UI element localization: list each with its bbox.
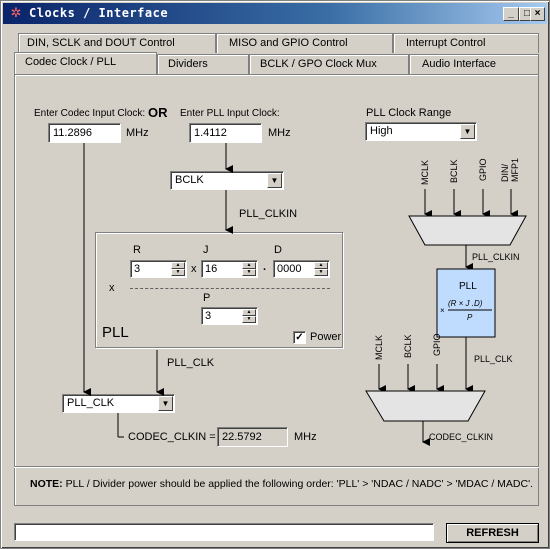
note-text: PLL / Divider power should be applied th…	[62, 478, 534, 490]
or-label: OR	[148, 105, 168, 120]
pll-source-select[interactable]: BCLK ▼	[170, 171, 284, 190]
multiply-sign: x	[191, 263, 197, 275]
pll-input-label: Enter PLL Input Clock:	[180, 108, 280, 119]
up-icon[interactable]: ▲	[242, 262, 256, 269]
title-bar[interactable]: ✲ Clocks / Interface _ □ ×	[3, 3, 547, 24]
window-title: Clocks / Interface	[29, 6, 169, 20]
chevron-down-icon[interactable]: ▼	[460, 124, 475, 139]
down-icon[interactable]: ▼	[242, 269, 256, 276]
p-label: P	[203, 292, 211, 304]
tab-label: BCLK / GPO Clock Mux	[260, 58, 377, 70]
j-value: 16	[205, 263, 218, 275]
minimize-button[interactable]: _	[503, 7, 519, 21]
diagram-top-input-mclk: MCLK	[420, 160, 430, 185]
pll-formula-denominator: P	[467, 313, 473, 322]
power-checkbox[interactable]: ✓	[293, 331, 306, 344]
diagram-top-input-mfp1: MFP1	[510, 158, 520, 182]
up-icon[interactable]: ▲	[171, 262, 185, 269]
diagram-bottom-input-gpio: GPIO	[432, 333, 442, 356]
pll-clock-range-select[interactable]: High ▼	[365, 122, 477, 141]
tab-dividers[interactable]: Dividers	[157, 54, 249, 74]
tab-label: MISO and GPIO Control	[229, 37, 348, 49]
diagram-top-input-gpio: GPIO	[478, 158, 488, 181]
up-icon[interactable]: ▲	[242, 309, 256, 316]
pll-block-label: PLL	[459, 281, 477, 292]
pll-block	[436, 268, 496, 338]
codec-input-label: Enter Codec Input Clock:	[34, 108, 146, 119]
pll-formula-numerator: (R × J .D)	[448, 299, 483, 308]
tab-label: Interrupt Control	[406, 37, 486, 49]
down-icon[interactable]: ▼	[314, 269, 328, 276]
tab-din-sclk-dout[interactable]: DIN, SCLK and DOUT Control	[18, 33, 216, 53]
tab-label: DIN, SCLK and DOUT Control	[27, 37, 175, 49]
tab-bclk-gpo-clock-mux[interactable]: BCLK / GPO Clock Mux	[249, 54, 409, 74]
decimal-point: .	[263, 261, 267, 273]
pll-clkin-label: PLL_CLKIN	[239, 208, 298, 220]
tab-label: Audio Interface	[422, 58, 496, 70]
note-divider	[14, 466, 539, 467]
pll-clock-range-label: PLL Clock Range	[366, 107, 452, 119]
note-prefix: NOTE:	[30, 478, 63, 490]
codec-clkin-select[interactable]: PLL_CLK ▼	[62, 394, 175, 413]
p-value: 3	[205, 310, 212, 322]
tab-miso-gpio[interactable]: MISO and GPIO Control	[216, 33, 393, 53]
r-label: R	[133, 244, 141, 256]
up-icon[interactable]: ▲	[314, 262, 328, 269]
diagram-bottom-input-mclk: MCLK	[374, 335, 384, 360]
pll-source-value: BCLK	[175, 174, 204, 186]
chevron-down-icon[interactable]: ▼	[267, 173, 282, 188]
app-icon: ✲	[10, 5, 22, 20]
diagram-top-input-bclk: BCLK	[449, 159, 459, 183]
pll-clock-range-value: High	[370, 125, 393, 137]
pll-formula-x: ×	[440, 306, 445, 315]
down-icon[interactable]: ▼	[171, 269, 185, 276]
codec-input-unit: MHz	[126, 127, 149, 139]
pll-group-title: PLL	[102, 324, 129, 341]
refresh-button[interactable]: REFRESH	[446, 523, 539, 543]
status-field	[14, 523, 434, 541]
j-label: J	[203, 244, 209, 256]
diagram-bottom-input-bclk: BCLK	[403, 334, 413, 358]
fraction-line	[130, 288, 330, 289]
d-value: 0000	[277, 263, 302, 275]
codec-input-field[interactable]: 11.2896	[48, 123, 121, 143]
tab-label: Dividers	[168, 58, 208, 70]
r-value: 3	[134, 263, 141, 275]
diagram-codec-clkin: CODEC_CLKIN	[429, 432, 493, 442]
tab-interrupt-control[interactable]: Interrupt Control	[393, 33, 539, 53]
pll-group-box	[95, 232, 343, 348]
tab-audio-interface[interactable]: Audio Interface	[409, 54, 539, 74]
chevron-down-icon[interactable]: ▼	[158, 396, 173, 411]
pll-input-field[interactable]: 1.4112	[189, 123, 262, 143]
multiply-sign: x	[109, 282, 115, 294]
codec-clkin-source-value: PLL_CLK	[67, 397, 115, 409]
tab-codec-clock-pll[interactable]: Codec Clock / PLL	[14, 52, 157, 74]
down-icon[interactable]: ▼	[242, 316, 256, 323]
pll-input-mux	[408, 215, 527, 246]
p-stepper[interactable]: 3 ▲ ▼	[201, 307, 258, 325]
tab-panel	[14, 74, 539, 506]
diagram-pll-clk: PLL_CLK	[474, 354, 513, 364]
tab-label: Codec Clock / PLL	[25, 56, 117, 68]
close-button[interactable]: ×	[530, 7, 545, 21]
codec-clkin-result-unit: MHz	[294, 431, 317, 443]
codec-clkin-result-field: 22.5792	[217, 427, 288, 447]
d-label: D	[274, 244, 282, 256]
codec-clkin-result-label: CODEC_CLKIN =	[128, 431, 216, 443]
r-stepper[interactable]: 3 ▲ ▼	[130, 260, 187, 278]
power-order-note: NOTE: PLL / Divider power should be appl…	[30, 478, 533, 490]
diagram-pll-clkin: PLL_CLKIN	[472, 252, 520, 262]
codec-clkin-mux	[365, 390, 486, 422]
pll-clk-label: PLL_CLK	[167, 357, 215, 369]
power-label: Power	[310, 331, 342, 343]
j-stepper[interactable]: 16 ▲ ▼	[201, 260, 258, 278]
diagram-top-input-din: DIN/	[500, 164, 510, 182]
pll-input-unit: MHz	[268, 127, 291, 139]
d-stepper[interactable]: 0000 ▲ ▼	[273, 260, 330, 278]
